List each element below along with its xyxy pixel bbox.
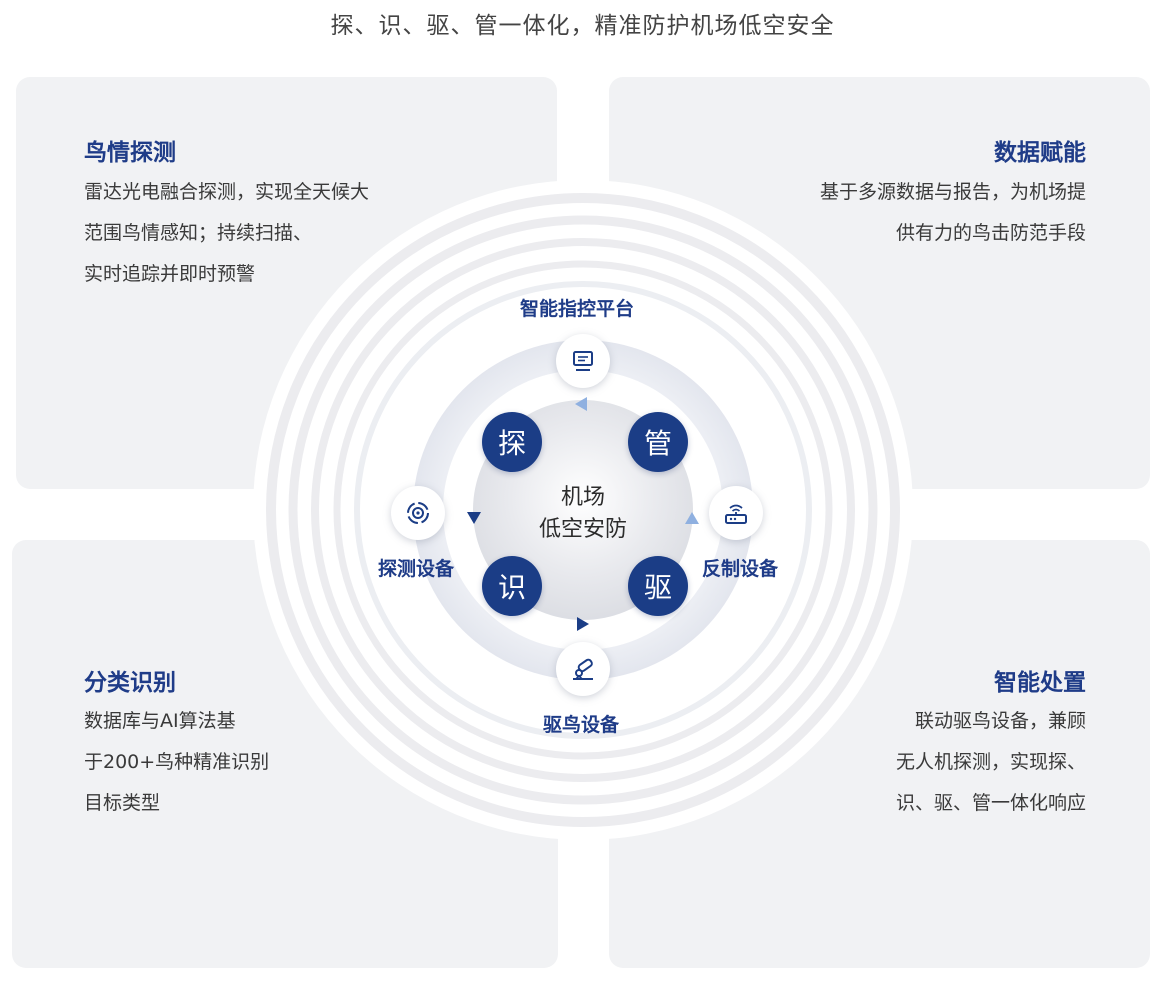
card-line: 联动驱鸟设备，兼顾	[914, 710, 1086, 732]
card-title-smart-disposal: 智能处置	[994, 670, 1086, 696]
card-line: 实时追踪并即时预警	[84, 263, 256, 285]
device-repel	[556, 642, 610, 696]
center-title-line2: 低空安防	[538, 517, 627, 542]
cannon-icon	[573, 658, 593, 680]
card-title-bird-detection: 鸟情探测	[84, 140, 176, 166]
card-body-classification: 数据库与AI算法基 于200+鸟种精准识别 目标类型	[84, 701, 269, 824]
card-line: 目标类型	[84, 792, 161, 814]
device-detect	[391, 486, 445, 540]
ring-5	[354, 281, 812, 739]
card-line: 识、驱、管一体化响应	[895, 792, 1086, 814]
arrow-left	[467, 512, 481, 524]
device-counter-label: 反制设备	[702, 558, 779, 580]
ring-3	[311, 238, 855, 782]
device-platform-label: 智能指控平台	[520, 298, 635, 320]
card-title-classification: 分类识别	[84, 670, 176, 696]
card-body-data-empowerment: 基于多源数据与报告，为机场提 供有力的鸟击防范手段	[820, 172, 1086, 254]
node-qu: 驱	[628, 556, 688, 616]
node-tan: 探	[482, 412, 542, 472]
card-line: 于200+鸟种精准识别	[84, 751, 270, 773]
center-title: 机场 低空安防	[508, 482, 658, 546]
radar-target-icon	[407, 502, 429, 524]
device-repel-label: 驱鸟设备	[543, 714, 620, 736]
card-title-data-empowerment: 数据赋能	[994, 140, 1086, 166]
page-headline: 探、识、驱、管一体化，精准防护机场低空安全	[330, 13, 835, 39]
card-line: 基于多源数据与报告，为机场提	[819, 181, 1086, 203]
node-shi: 识	[482, 556, 542, 616]
device-detect-label: 探测设备	[378, 558, 455, 580]
arrow-bottom	[577, 617, 589, 631]
card-body-smart-disposal: 联动驱鸟设备，兼顾 无人机探测，实现探、 识、驱、管一体化响应	[896, 701, 1086, 824]
card-line: 供有力的鸟击防范手段	[895, 222, 1086, 244]
node-guan: 管	[628, 412, 688, 472]
ring-4	[333, 260, 833, 760]
arrow-top	[575, 397, 587, 411]
card-line: 雷达光电融合探测，实现全天候大	[84, 181, 370, 203]
arrow-right	[685, 512, 699, 524]
ring-1	[266, 193, 900, 827]
card-line: 无人机探测，实现探、	[895, 751, 1086, 773]
router-icon	[725, 504, 747, 524]
device-counter	[709, 486, 763, 540]
card-line: 数据库与AI算法基	[84, 710, 236, 732]
monitor-icon	[573, 351, 593, 371]
card-body-bird-detection: 雷达光电融合探测，实现全天候大 范围鸟情感知；持续扫描、 实时追踪并即时预警	[84, 172, 369, 295]
device-platform	[556, 334, 610, 388]
center-title-line1: 机场	[560, 485, 605, 510]
ring-2	[288, 215, 878, 805]
card-line: 范围鸟情感知；持续扫描、	[84, 222, 313, 244]
